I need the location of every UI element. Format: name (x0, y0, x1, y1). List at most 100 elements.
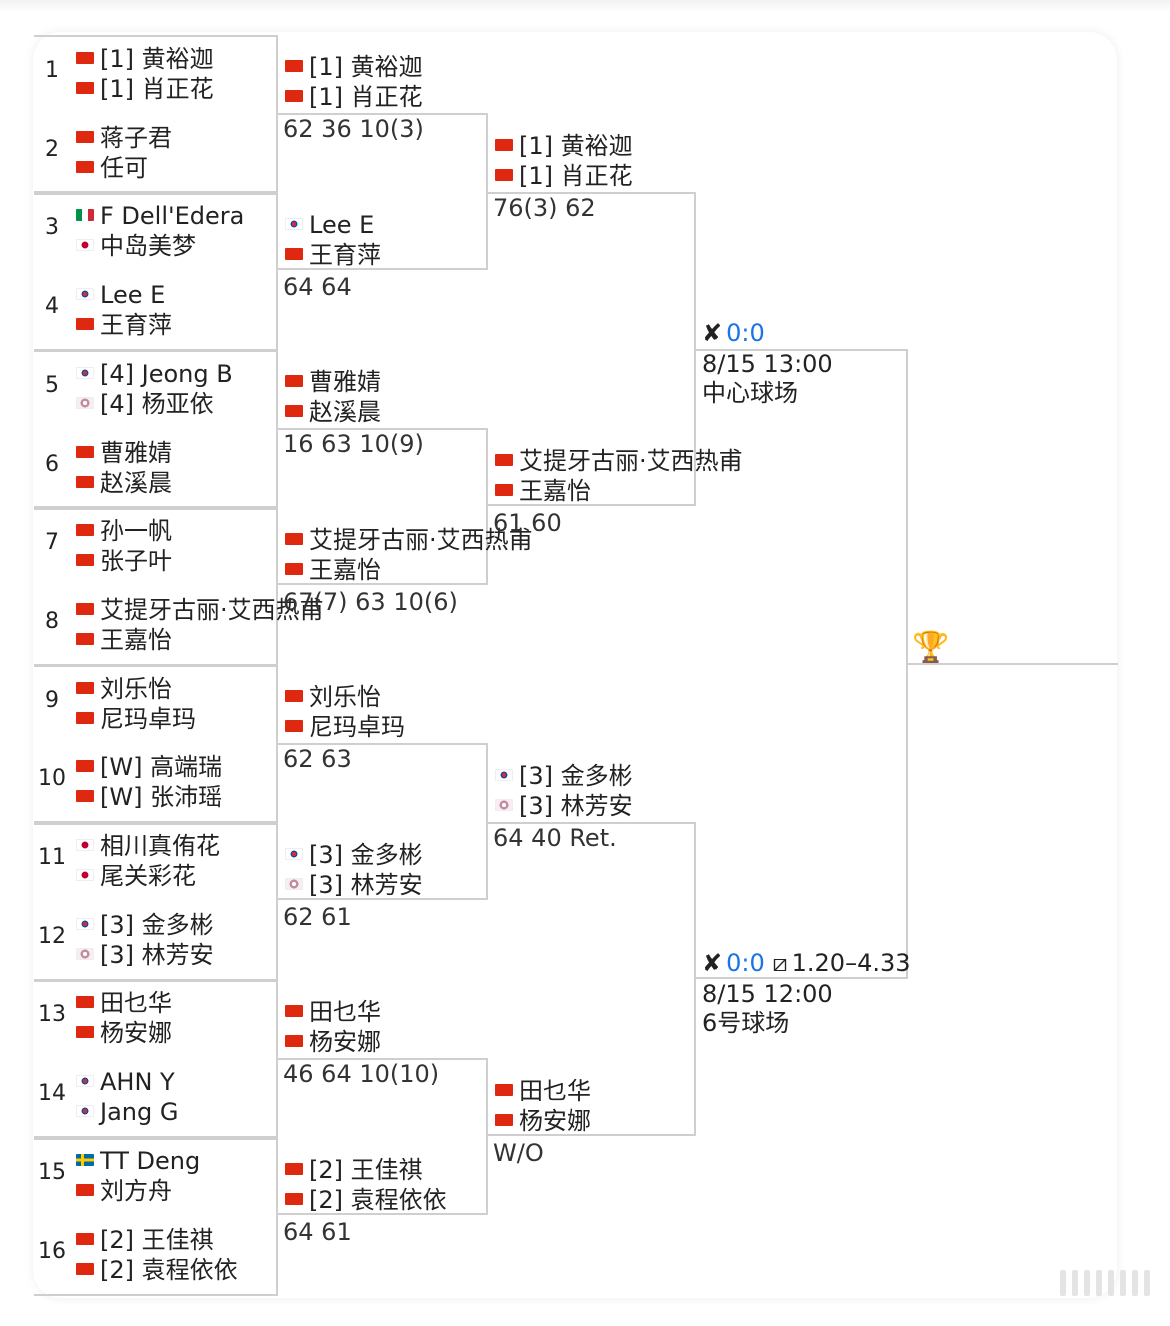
r2-player-1[interactable]: 艾提牙古丽·艾西热甫 (285, 525, 533, 555)
qf-player-1[interactable]: [1] 黄裕迦 (495, 131, 633, 161)
player-name: 张子叶 (100, 547, 172, 576)
flag-icon (76, 869, 94, 881)
entrant-player-1[interactable]: 相川真侑花 (76, 831, 220, 861)
player-name: 田乜华 (100, 989, 172, 1018)
r2-player-1[interactable]: 田乜华 (285, 997, 381, 1027)
entrant-player-2[interactable]: [3] 林芳安 (76, 940, 214, 970)
sf-connector (696, 349, 908, 979)
entrant-player-2[interactable]: [2] 袁程依依 (76, 1255, 238, 1285)
r2-player-2[interactable]: [1] 肖正花 (285, 82, 423, 112)
entrant-player-2[interactable]: 刘方舟 (76, 1176, 172, 1206)
player-name: 曹雅婧 (100, 438, 172, 467)
entrant-player-1[interactable]: 孙一帆 (76, 516, 172, 546)
r2-player-2[interactable]: [2] 袁程依依 (285, 1185, 447, 1215)
player-name: [4] 杨亚依 (100, 389, 214, 418)
entrant-player-2[interactable]: [W] 张沛瑶 (76, 782, 222, 812)
r2-player-2[interactable]: 尼玛卓玛 (285, 712, 405, 742)
r2-player-2[interactable]: 王育萍 (285, 240, 381, 270)
flag-icon (495, 799, 513, 811)
r2-player-1[interactable]: Lee E (285, 210, 374, 240)
player-name: 艾提牙古丽·艾西热甫 (519, 447, 743, 475)
entrant-player-1[interactable]: Lee E (76, 280, 165, 310)
r1-match-box (34, 665, 278, 823)
entrant-player-1[interactable]: AHN Y (76, 1067, 175, 1097)
entrant-player-1[interactable]: 刘乐怡 (76, 674, 172, 704)
entrant-player-2[interactable]: 尾关彩花 (76, 861, 196, 891)
entrant-player-2[interactable]: [1] 肖正花 (76, 74, 214, 104)
entrant-player-1[interactable]: [4] Jeong B (76, 359, 233, 389)
qf-player-1[interactable]: 田乜华 (495, 1076, 591, 1106)
h2h-link[interactable]: ✘0:0 ⧄1.20–4.33 (702, 948, 911, 978)
player-name: 尾关彩花 (100, 862, 196, 890)
entrant-player-2[interactable]: 杨安娜 (76, 1018, 172, 1048)
player-name: 王嘉怡 (519, 477, 591, 505)
r2-connector (278, 428, 488, 585)
qf-player-2[interactable]: [1] 肖正花 (495, 161, 633, 191)
r1-match-box (34, 822, 278, 981)
entrant-player-1[interactable]: 田乜华 (76, 988, 172, 1018)
entrant-player-2[interactable]: 尼玛卓玛 (76, 704, 196, 734)
r2-player-1[interactable]: [2] 王佳祺 (285, 1155, 423, 1185)
r2-player-1[interactable]: [1] 黄裕迦 (285, 52, 423, 82)
flag-icon (285, 405, 303, 417)
r2-player-2[interactable]: 杨安娜 (285, 1027, 381, 1057)
player-name: 蒋子君 (100, 123, 172, 152)
player-name: 尼玛卓玛 (100, 704, 196, 733)
draw-position: 1 (45, 58, 59, 83)
odds-range: 1.20–4.33 (791, 949, 911, 977)
player-name: 王嘉怡 (309, 555, 381, 584)
entrant-player-1[interactable]: [2] 王佳祺 (76, 1225, 214, 1255)
final-line (908, 663, 1118, 665)
qf-player-2[interactable]: 杨安娜 (495, 1106, 591, 1136)
flag-icon (76, 209, 94, 222)
flag-icon (495, 454, 513, 466)
draw-position: 3 (45, 215, 59, 241)
player-name: 王育萍 (100, 311, 172, 340)
r2-player-2[interactable]: 王嘉怡 (285, 555, 381, 585)
player-name: AHN Y (100, 1068, 175, 1097)
entrant-player-1[interactable]: 蒋子君 (76, 123, 172, 153)
r2-player-1[interactable]: 曹雅婧 (285, 367, 381, 397)
draw-position: 10 (38, 766, 66, 792)
entrant-player-2[interactable]: 赵溪晨 (76, 468, 172, 498)
entrant-player-2[interactable]: Jang G (76, 1097, 178, 1127)
entrant-player-1[interactable]: [W] 高端瑞 (76, 752, 222, 782)
h2h-link[interactable]: ✘0:0 (702, 318, 765, 348)
flag-icon (76, 917, 94, 930)
flag-icon (285, 532, 303, 545)
r2-player-2[interactable]: 赵溪晨 (285, 397, 381, 427)
r1-match-box (34, 350, 278, 508)
entrant-player-2[interactable]: 王育萍 (76, 310, 172, 340)
qf-player-2[interactable]: [3] 林芳安 (495, 791, 633, 821)
entrant-player-1[interactable]: 艾提牙古丽·艾西热甫 (76, 595, 324, 625)
qf-player-1[interactable]: [3] 金多彬 (495, 761, 633, 791)
scroll-fade (1060, 1270, 1170, 1320)
entrant-player-2[interactable]: 张子叶 (76, 546, 172, 576)
h2h-record: 0:0 (726, 949, 765, 977)
entrant-player-1[interactable]: F Dell'Edera (76, 201, 244, 231)
flag-icon (285, 375, 303, 387)
r2-player-1[interactable]: [3] 金多彬 (285, 840, 423, 870)
flag-icon (76, 1153, 94, 1166)
qf-player-1[interactable]: 艾提牙古丽·艾西热甫 (495, 446, 743, 476)
match-court: 中心球场 (702, 379, 798, 407)
draw-position: 16 (38, 1238, 66, 1264)
flag-icon (285, 1162, 303, 1175)
player-name: Jang G (100, 1098, 179, 1127)
player-name: [4] Jeong B (100, 359, 233, 388)
r2-player-2[interactable]: [3] 林芳安 (285, 870, 423, 900)
entrant-player-1[interactable]: TT Deng (76, 1146, 200, 1176)
flag-icon (76, 366, 94, 379)
player-name: 相川真侑花 (100, 832, 220, 860)
entrant-player-2[interactable]: 王嘉怡 (76, 625, 172, 655)
crossed-rackets-icon: ✘ (702, 949, 723, 977)
r2-player-1[interactable]: 刘乐怡 (285, 682, 381, 712)
h2h-record: 0:0 (726, 319, 765, 347)
entrant-player-1[interactable]: 曹雅婧 (76, 438, 172, 468)
entrant-player-2[interactable]: 任可 (76, 153, 148, 183)
entrant-player-2[interactable]: [4] 杨亚依 (76, 389, 214, 419)
qf-player-2[interactable]: 王嘉怡 (495, 476, 591, 506)
entrant-player-2[interactable]: 中岛美梦 (76, 231, 196, 261)
entrant-player-1[interactable]: [1] 黄裕迦 (76, 44, 214, 74)
entrant-player-1[interactable]: [3] 金多彬 (76, 910, 214, 940)
